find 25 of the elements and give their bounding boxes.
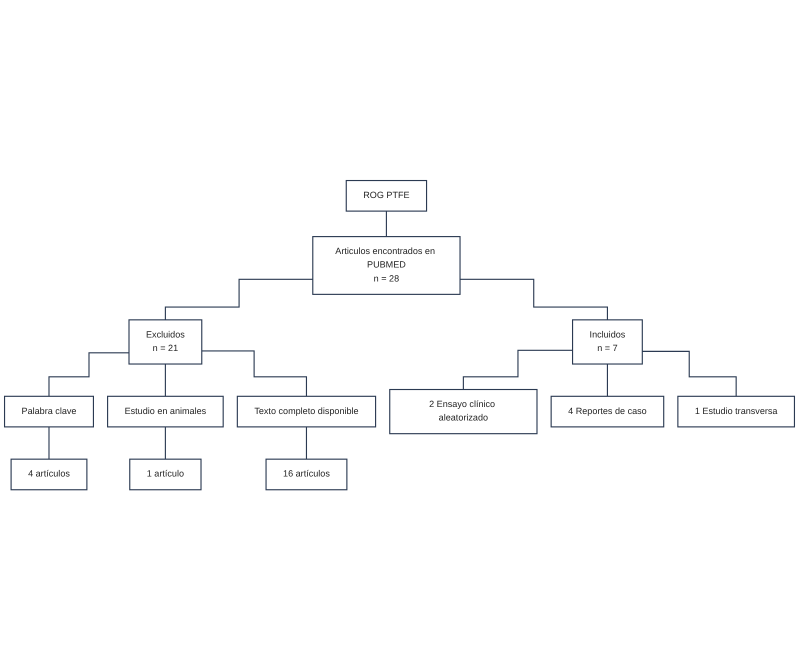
node-box: 4 Reportes de caso	[550, 396, 664, 428]
connector	[164, 278, 313, 320]
node-box: Articulos encontrados en PUBMED n = 28	[312, 236, 461, 295]
node-box: Texto completo disponible	[236, 396, 376, 428]
connector	[48, 352, 129, 397]
node-box: 4 artículos	[10, 458, 88, 490]
connector	[202, 350, 308, 397]
connector	[606, 363, 608, 397]
node-box: 16 artículos	[265, 458, 348, 490]
node-box: Estudio en animales	[107, 396, 224, 428]
connector	[462, 350, 573, 390]
connector	[48, 426, 50, 460]
connector	[164, 363, 166, 397]
node-box: 2 Ensayo clínico aleatorizado	[389, 388, 538, 434]
connector	[306, 426, 308, 460]
connector	[460, 278, 608, 320]
node-box: 1 artículo	[129, 458, 202, 490]
connector	[386, 210, 387, 238]
connector	[642, 350, 737, 397]
node-box: 1 Estudio transversa	[677, 396, 796, 428]
node-box: Incluidos n = 7	[572, 319, 643, 364]
node-box: ROG PTFE	[346, 180, 428, 212]
node-box: Excluidos n = 21	[128, 319, 202, 364]
connector	[164, 426, 166, 460]
node-box: Palabra clave	[4, 396, 94, 428]
